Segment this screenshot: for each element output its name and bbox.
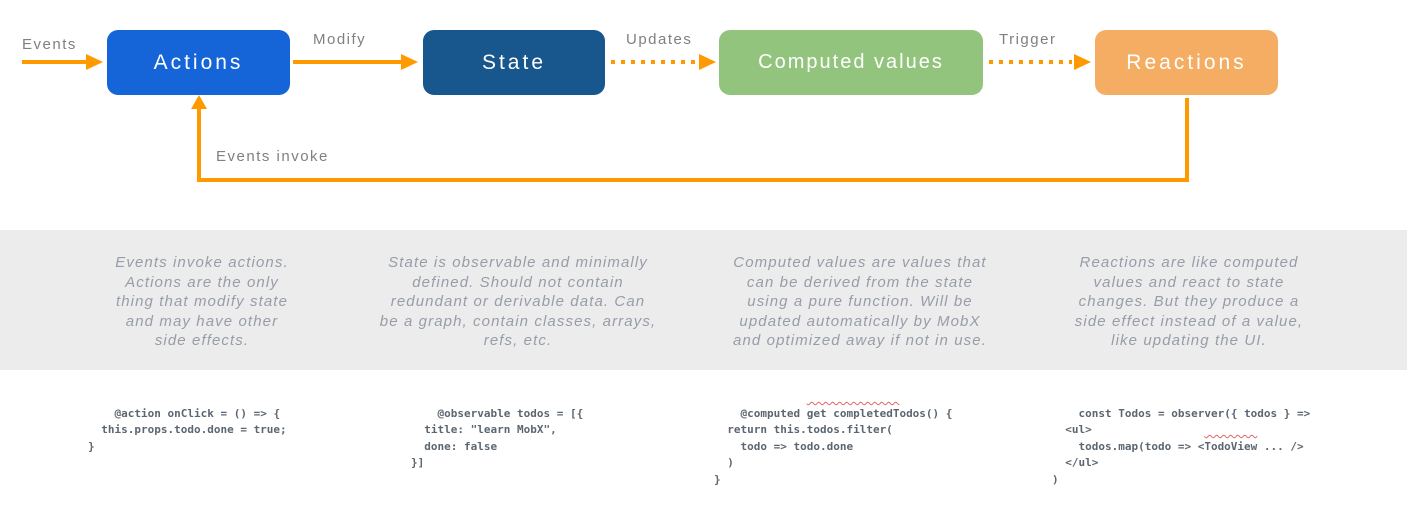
arrow-right-icon: [699, 54, 716, 70]
description-actions: Events invoke actions. Actions are the o…: [115, 254, 289, 349]
arrow-events-line: [22, 60, 86, 64]
arrow-right-icon: [401, 54, 418, 70]
code-sample-action: @action onClick = () => { this.props.tod…: [88, 389, 287, 472]
arrow-right-icon: [86, 54, 103, 70]
node-reactions: Reactions: [1095, 30, 1278, 95]
spellcheck-squiggle: completedTodos: [807, 389, 900, 406]
code-text: @computed get completedTodos() { return …: [714, 406, 953, 486]
code-text: @observable todos = [{ title: "learn Mob…: [411, 406, 584, 470]
code-sample-observable: @observable todos = [{ title: "learn Mob…: [411, 389, 583, 488]
dotted-arrow-computed-to-reactions-line: [989, 60, 1072, 64]
spellcheck-squiggle: TodoView: [1204, 422, 1257, 439]
node-computed-values: Computed values: [719, 30, 983, 95]
node-state: State: [423, 30, 605, 95]
dotted-arrow-state-to-computed-line: [611, 60, 697, 64]
code-sample-observer: const Todos = observer({ todos } => <ul>…: [1052, 389, 1310, 521]
description-band: [0, 230, 1407, 370]
description-reactions: Reactions are like computed values and r…: [1074, 254, 1304, 349]
feedback-loop-reactions-to-actions: [197, 98, 1189, 182]
edge-label-events-invoke: Events invoke: [216, 148, 329, 165]
description-state: State is observable and minimally define…: [379, 254, 657, 349]
edge-label-events: Events: [22, 36, 77, 53]
arrow-actions-to-state-line: [293, 60, 401, 64]
code-sample-computed: @computed get completedTodos() { return …: [714, 389, 952, 521]
code-text: const Todos = observer({ todos } => <ul>…: [1052, 406, 1311, 486]
edge-label-trigger: Trigger: [999, 31, 1057, 48]
arrow-up-icon: [191, 95, 207, 109]
edge-label-modify: Modify: [313, 31, 367, 48]
arrow-right-icon: [1074, 54, 1091, 70]
node-actions: Actions: [107, 30, 290, 95]
mobx-flow-diagram: Events Modify Updates Trigger Events inv…: [0, 30, 1407, 486]
code-text: @action onClick = () => { this.props.tod…: [88, 406, 287, 453]
edge-label-updates: Updates: [626, 31, 693, 48]
description-computed-values: Computed values are values that can be d…: [733, 254, 987, 349]
